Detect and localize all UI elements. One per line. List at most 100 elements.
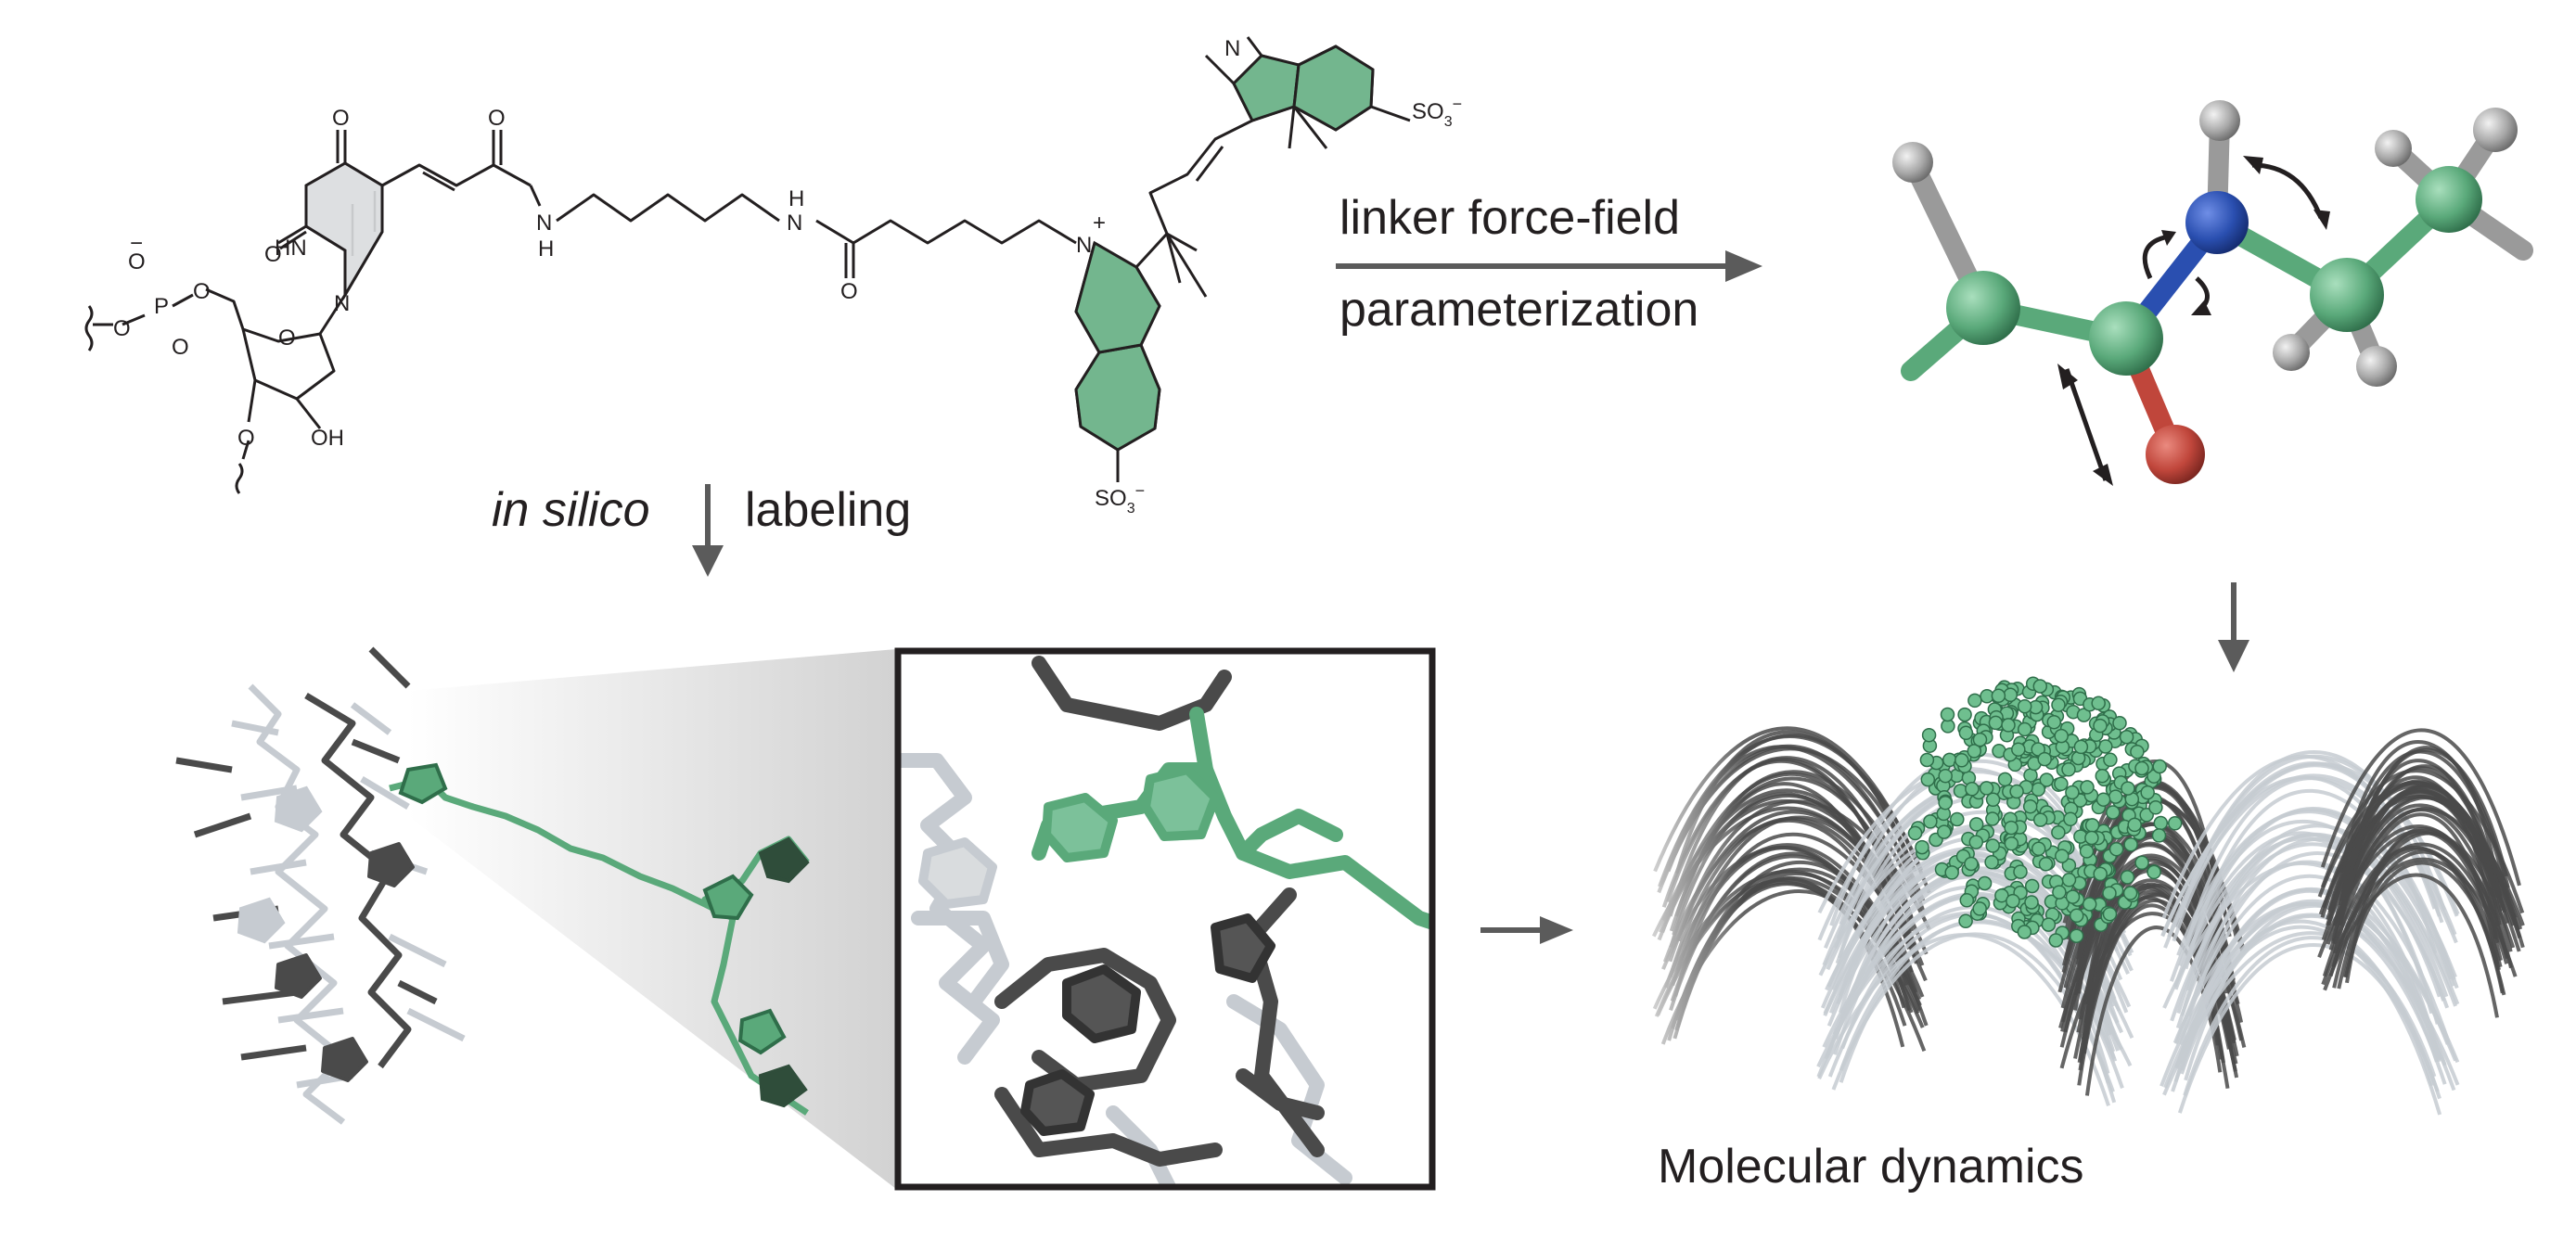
dye-position-dot	[2054, 776, 2069, 792]
md-strand-trace	[1817, 933, 2110, 1107]
atom-h-sphere	[1892, 142, 1933, 183]
dye-position-dot	[2017, 925, 2032, 939]
atom-minus: −	[130, 231, 143, 256]
atom-o-amide2: O	[840, 279, 858, 304]
dye-position-dot	[2106, 805, 2121, 820]
dye-position-dot	[2004, 820, 2019, 836]
dye-position-dot	[2095, 792, 2111, 807]
dye-position-dot	[2006, 893, 2020, 909]
dye-position-dot	[2037, 751, 2052, 767]
dye-position-dot	[1958, 913, 1973, 929]
atom-n-indolium: N	[1076, 233, 1092, 258]
atom-o-sugar: O	[278, 326, 296, 351]
dye-position-dot	[2039, 772, 2055, 787]
dye-position-dot	[2123, 836, 2138, 852]
dye-position-dot	[2093, 718, 2108, 734]
dye-position-dot	[1907, 825, 1923, 841]
dye-position-dot	[1921, 727, 1937, 743]
atom-n-amide1: N	[536, 211, 552, 236]
atom-o-uracil-top: O	[332, 106, 350, 131]
dye-position-dot	[2119, 729, 2134, 745]
dye-position-dot	[1972, 732, 1988, 747]
dye-position-dot	[2022, 798, 2038, 814]
force-field-label-line1: linker force-field	[1339, 191, 1681, 245]
dye-position-dot	[2140, 785, 2155, 800]
dye-position-dot	[2048, 933, 2064, 948]
md-strand-trace	[2178, 754, 2459, 919]
md-strand-trace	[2320, 728, 2521, 887]
md-strand-trace	[2183, 936, 2437, 1096]
md-strand-trace	[2176, 810, 2454, 980]
dye-position-dot	[2013, 864, 2028, 879]
atom-o-bottom: O	[172, 335, 189, 360]
dye-position-dot	[1967, 693, 1982, 708]
in-silico-label: in silico	[492, 483, 650, 537]
dye-position-dot	[2084, 830, 2099, 846]
dye-position-dot	[2069, 928, 2084, 943]
dye-position-dot	[1988, 715, 2004, 731]
dye-position-dot	[1967, 744, 1982, 759]
dye-position-dot	[2153, 815, 2169, 831]
dye-position-dot	[2017, 698, 2032, 714]
zoom-cone	[408, 649, 896, 1189]
labeling-label: labeling	[745, 483, 912, 537]
atom-h-amide1: H	[538, 236, 554, 262]
dye-position-dot	[2061, 762, 2076, 777]
dye-position-dot	[2130, 744, 2145, 760]
dye-position-dot	[2073, 739, 2089, 755]
dye-position-dot	[2046, 714, 2062, 730]
dye-position-dot	[1979, 781, 1994, 796]
md-strand-trace	[2339, 747, 2509, 901]
md-strand-trace	[1826, 810, 2134, 971]
dye-position-dot	[1954, 753, 1969, 768]
atom-h-amide2: H	[788, 186, 804, 211]
dye-position-dot	[2148, 800, 2163, 815]
dye-position-dot	[1940, 707, 1955, 722]
dye-position-dot	[2032, 679, 2048, 694]
dye-position-dot	[1957, 707, 1972, 722]
atom-h-sphere	[2356, 346, 2397, 387]
md-strand-trace	[2180, 899, 2457, 1071]
atom-o-left: O	[113, 316, 131, 341]
atom-o-sphere	[2146, 425, 2205, 484]
dye-position-dot	[2004, 836, 2019, 851]
atom-c-sphere	[2310, 258, 2384, 332]
dye-position-dot	[2051, 824, 2066, 840]
arrow-right-top-icon	[1336, 250, 1762, 282]
dye-position-dot	[2082, 897, 2097, 912]
atom-plus: +	[1093, 211, 1106, 236]
dye-position-dot	[2134, 760, 2149, 776]
dye-position-dot	[2051, 697, 2066, 712]
dye-position-dot	[1964, 856, 1979, 872]
atom-o-amide1: O	[488, 106, 506, 131]
atom-hn-uracil: HN	[275, 236, 307, 261]
dye-position-dot	[2065, 785, 2080, 800]
dye-position-dot	[2017, 721, 2032, 737]
dye-position-dot	[2061, 873, 2077, 887]
dye-position-dot	[1938, 795, 1953, 811]
dye-position-dot	[2069, 908, 2084, 924]
atom-n-uracil: N	[334, 291, 350, 316]
dye-position-dot	[2031, 742, 2045, 757]
arrow-right-small-icon	[1480, 916, 1573, 944]
md-strand-trace	[2173, 901, 2456, 1091]
dye-position-dot	[1965, 782, 1980, 797]
md-strand-trace	[2339, 785, 2501, 925]
arrow-down-labeling-icon	[692, 484, 724, 577]
md-strand-trace	[2332, 812, 2500, 964]
dye-position-dot	[2108, 841, 2124, 857]
dye-position-dot	[2120, 870, 2135, 885]
dye-position-dot	[1959, 893, 1975, 908]
atom-c-sphere	[2089, 301, 2163, 376]
dye-position-dot	[2009, 784, 2024, 799]
arrow-down-md-icon	[2218, 582, 2249, 672]
dye-position-dot	[2063, 811, 2078, 827]
atom-p: P	[154, 294, 169, 319]
molecular-dynamics-label: Molecular dynamics	[1658, 1140, 2084, 1194]
chemical-structure: O − P O O O HN O O N O O OH O N H H N O …	[84, 36, 1462, 517]
dye-position-dot	[2011, 742, 2026, 757]
dye-position-dot	[1984, 854, 1999, 870]
